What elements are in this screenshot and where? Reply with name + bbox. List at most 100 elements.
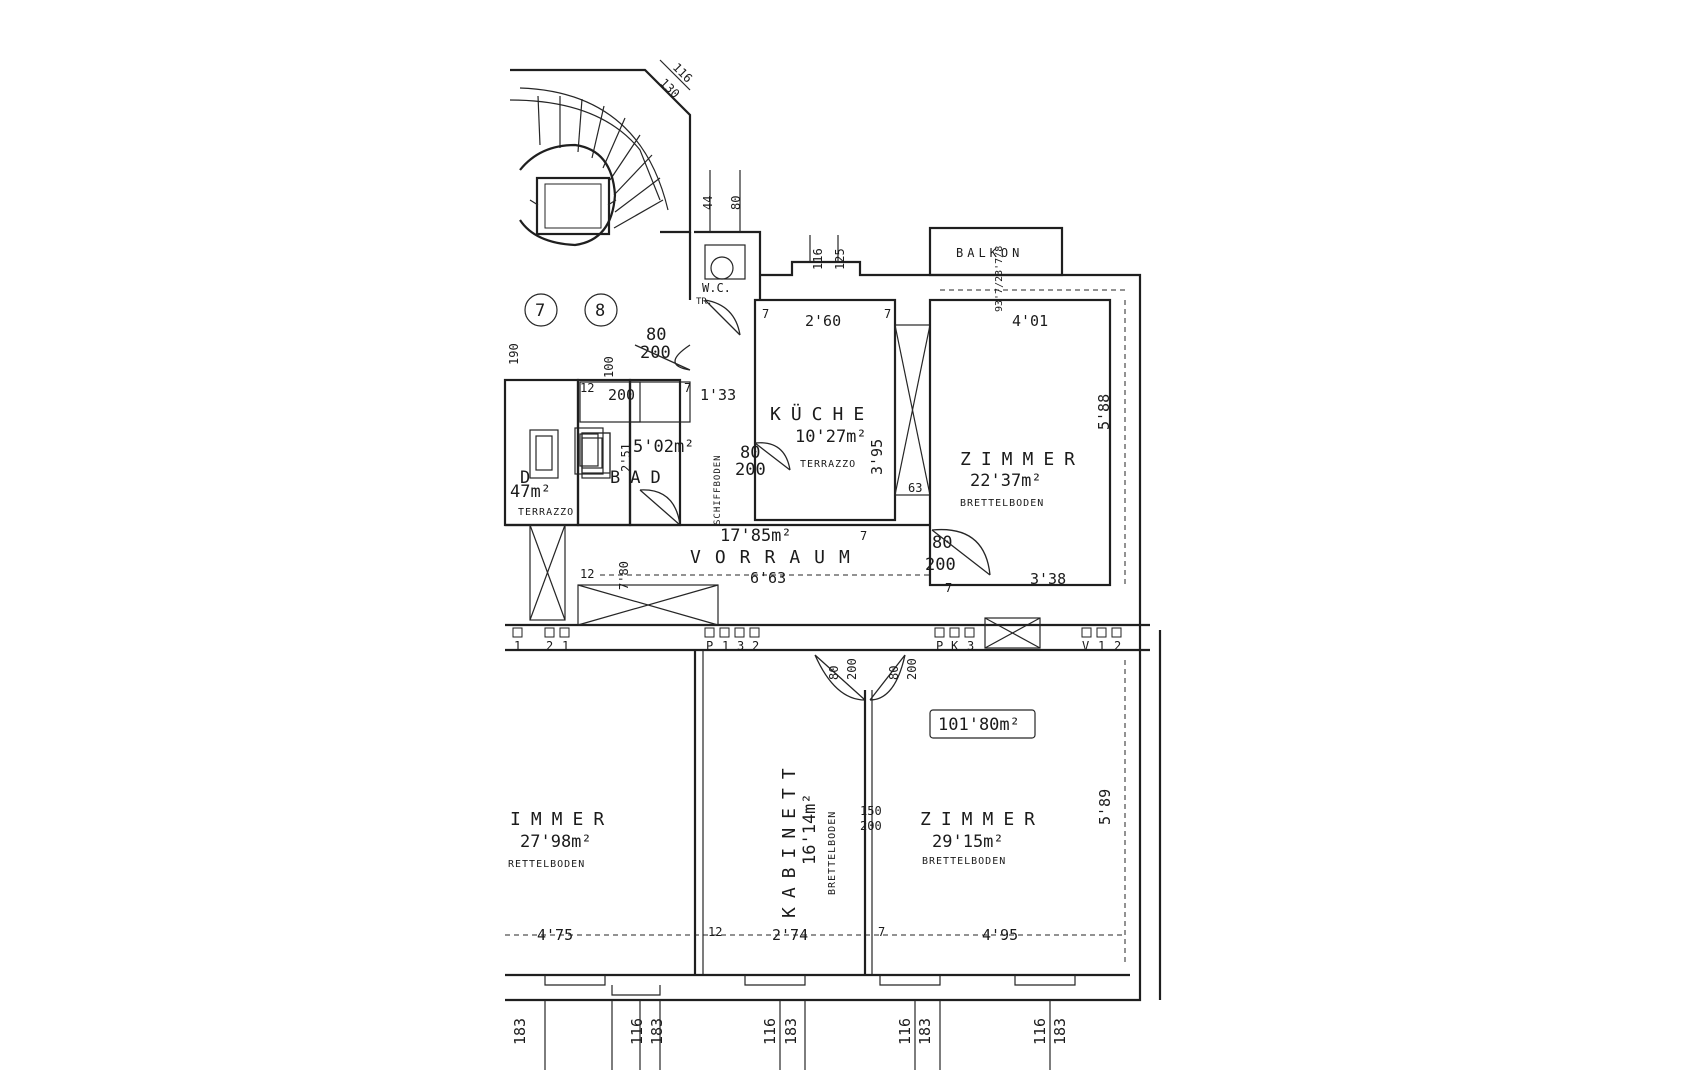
- entry-door-200-a: 200: [845, 658, 859, 680]
- meter-label-6: 3: [737, 639, 744, 653]
- bottom-dim-9: 183: [1051, 1018, 1069, 1045]
- meter-label-4: P: [706, 639, 713, 653]
- kabinett-name: KABINETT: [779, 759, 800, 918]
- meter-label-10: 3: [967, 639, 974, 653]
- bottom-dim-1: 183: [511, 1018, 529, 1045]
- vorraum: 17'85m² VORRAUM 6'63 12 7 7'80: [505, 523, 1041, 649]
- windows-bottom: [544, 975, 1076, 996]
- dim-left-475: 4'75: [537, 926, 573, 944]
- entry-door-80-a: 80: [827, 666, 841, 680]
- dim-63: 63: [908, 481, 922, 495]
- zimmer-right-floor: BRETTELBODEN: [922, 856, 1006, 867]
- vorraum-area: 17'85m²: [720, 526, 792, 546]
- schiffboden-label: SCHIFFBODEN: [713, 454, 723, 525]
- dim-kitchen-125: 125: [833, 248, 847, 270]
- entry-door-80-b: 80: [887, 666, 901, 680]
- zimmer-top-floor: BRETTELBODEN: [960, 498, 1044, 509]
- meter-boxes: 1 2 1 P 1 3 2 P K 3 V 1 2: [512, 627, 1122, 653]
- dim-133: 1'33: [700, 386, 736, 404]
- zimmer-left-area: 27'98m²: [520, 832, 592, 852]
- dim-vorraum-663: 6'63: [750, 569, 786, 587]
- door-200-bottom: 200: [860, 819, 882, 833]
- bad-left-floor: TERRAZZO: [518, 507, 574, 518]
- dim-zimmer-588: 5'88: [1095, 394, 1113, 430]
- kitchen: KÜCHE 10'27m² TERRAZZO 2'60 7 7 116 125 …: [735, 235, 931, 522]
- dim-12-vorraum: 12: [580, 567, 594, 581]
- meter-label-1: 1: [514, 639, 521, 653]
- kitchen-door-80: 80: [740, 443, 760, 463]
- bad-left-name: D: [520, 468, 530, 488]
- meter-label-13: 2: [1114, 639, 1121, 653]
- zimmer-left-name: IMMER: [510, 809, 614, 830]
- kitchen-door-200: 200: [735, 460, 766, 480]
- bottom-dim-7: 183: [916, 1018, 934, 1045]
- bad-left-area: 47m²: [510, 482, 551, 502]
- bottom-dim-5: 183: [782, 1018, 800, 1045]
- dim-kitchen-395: 3'95: [868, 439, 886, 475]
- bottom-dim-6: 116: [896, 1018, 914, 1045]
- dim-bath-100: 100: [602, 356, 616, 378]
- meter-label-3: 1: [562, 639, 569, 653]
- dim-seven-v: 7: [860, 529, 867, 543]
- dim-seven-k1: 7: [762, 307, 769, 321]
- dim-seven-b: 7: [684, 381, 691, 395]
- zimmer-door-80: 80: [932, 533, 952, 553]
- kabinett-floor: BRETTELBODEN: [827, 811, 838, 895]
- dim-kitchen-260: 2'60: [805, 312, 841, 330]
- dim-bath-200: 200: [608, 386, 635, 404]
- meter-label-11: V: [1082, 639, 1089, 653]
- balcony-label: BALKON: [956, 246, 1023, 260]
- room-zimmer-top: ZIMMER 22'37m² BRETTELBODEN 4'01 3'38 7 …: [925, 289, 1126, 595]
- dim-bath-190: 190: [507, 343, 521, 365]
- entrance-doors: 80 200 80 200: [814, 654, 919, 701]
- bad-center-name: BAD: [610, 468, 671, 488]
- total-area: 101'80m²: [938, 715, 1020, 735]
- kitchen-area: 10'27m²: [795, 427, 867, 447]
- stair-number-7: 7: [535, 301, 545, 321]
- dim-stair-130: 130: [657, 76, 682, 101]
- zimmer-top-name: ZIMMER: [960, 449, 1085, 470]
- wc-label: W.C.: [702, 281, 731, 295]
- dim-seven-bottom: 7: [878, 925, 885, 939]
- zimmer-left-floor: RETTELBODEN: [508, 859, 585, 870]
- dim-right-495: 4'95: [982, 926, 1018, 944]
- staircase: 116 130 7 8: [509, 59, 695, 327]
- meter-label-8: P: [936, 639, 943, 653]
- bottom-dim-4: 116: [761, 1018, 779, 1045]
- dim-bath-251: 2'51: [619, 443, 633, 472]
- dim-kabinett-274: 2'74: [772, 926, 808, 944]
- zimmer-top-area: 22'37m²: [970, 471, 1042, 491]
- vorraum-name: VORRAUM: [690, 547, 864, 568]
- balcony: BALKON 93'7/23'7/8: [928, 226, 1064, 312]
- dim-zimmer-338: 3'38: [1030, 570, 1066, 588]
- dim-wc-44: 44: [701, 196, 715, 210]
- wc-room: 44 80 W.C. TR.: [688, 170, 762, 336]
- zimmer-right-area: 29'15m²: [932, 832, 1004, 852]
- bath-door-80: 80: [646, 325, 666, 345]
- dim-12-bottom: 12: [708, 925, 722, 939]
- bottom-dim-8: 116: [1031, 1018, 1049, 1045]
- dim-12-bath: 12: [580, 381, 594, 395]
- dim-right-589: 5'89: [1096, 789, 1114, 825]
- bad-center-area: 5'02m²: [633, 437, 694, 457]
- meter-label-2: 2: [546, 639, 553, 653]
- meter-label-9: K: [951, 639, 959, 653]
- dim-seven-k2: 7: [884, 307, 891, 321]
- zimmer-door-200: 200: [925, 555, 956, 575]
- kabinett-area: 16'14m²: [800, 793, 820, 865]
- bottom-dimensions: 183 116 183 116 183 116 183 116 183: [511, 1000, 1069, 1070]
- bath-door-200: 200: [640, 343, 671, 363]
- dim-zimmer-401: 4'01: [1012, 312, 1048, 330]
- zimmer-right-name: ZIMMER: [920, 809, 1045, 830]
- dim-vorraum-780: 7'80: [617, 561, 631, 590]
- tr-label: TR.: [696, 297, 712, 307]
- entry-door-200-b: 200: [905, 658, 919, 680]
- dim-wc-80: 80: [729, 196, 743, 210]
- dim-kitchen-116: 116: [811, 248, 825, 270]
- bottom-dim-3: 183: [648, 1018, 666, 1045]
- kitchen-floor: TERRAZZO: [800, 459, 856, 470]
- kitchen-name: KÜCHE: [770, 403, 874, 425]
- bottom-dim-2: 116: [628, 1018, 646, 1045]
- meter-label-7: 2: [752, 639, 759, 653]
